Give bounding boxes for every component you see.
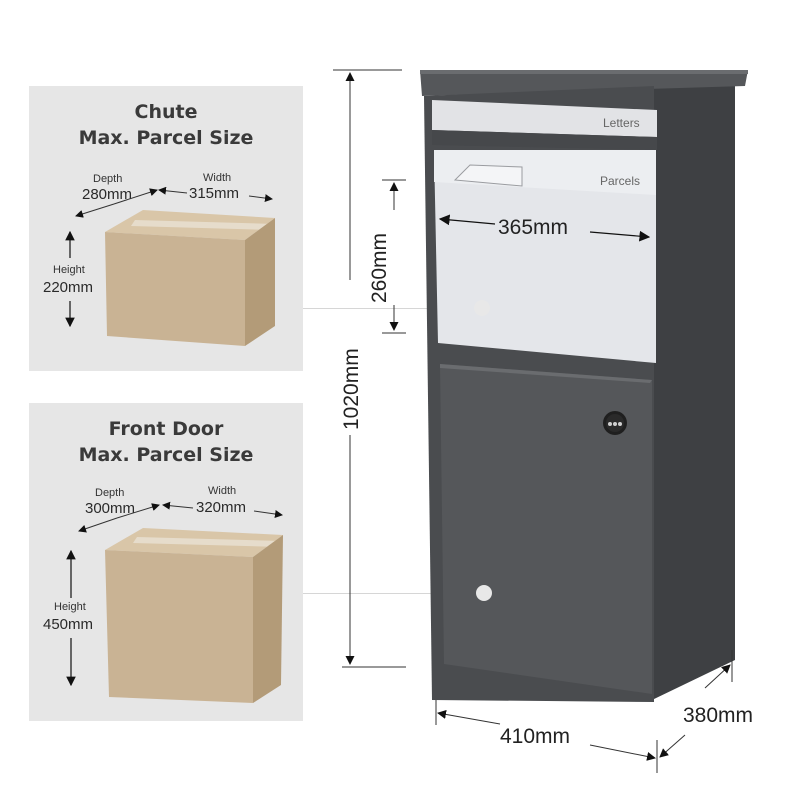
letters-label: Letters <box>603 116 640 130</box>
chute-callout-dot <box>474 300 490 316</box>
chute-width-value: 315mm <box>189 185 240 202</box>
chute-height-value: 220mm <box>43 279 94 296</box>
door-title-line2: Max. Parcel Size <box>78 444 254 466</box>
chute-width-dimension: 365mm <box>498 216 569 239</box>
chute-depth-value: 280mm <box>82 186 133 203</box>
chute-height-label: Height <box>53 264 85 276</box>
total-width-dimension: 410mm <box>500 725 571 748</box>
chute-title-line1: Chute <box>134 101 198 123</box>
door-dimension-arrows <box>66 501 283 687</box>
door-callout-dot <box>476 585 492 601</box>
chute-width-label: Width <box>203 172 232 184</box>
door-depth-value: 300mm <box>85 500 136 517</box>
chute-leader-line <box>303 308 481 309</box>
chute-title-line2: Max. Parcel Size <box>78 127 254 149</box>
chute-parcel-panel: Chute Max. Parcel Size Depth 280mm Width… <box>29 86 303 371</box>
door-width-label: Width <box>208 485 237 497</box>
door-leader-line <box>303 593 481 594</box>
total-depth-dimension: 380mm <box>683 704 754 727</box>
parcels-label: Parcels <box>600 174 641 188</box>
chute-dimension-arrows <box>65 186 273 328</box>
door-height-value: 450mm <box>43 616 94 633</box>
door-height-label: Height <box>54 601 86 613</box>
door-depth-label: Depth <box>95 487 125 499</box>
chute-cardboard-box-icon <box>105 210 275 346</box>
total-height-dimension: 1020mm <box>340 348 363 430</box>
chute-depth-label: Depth <box>93 173 123 185</box>
front-door-parcel-panel: Front Door Max. Parcel Size Depth 300mm … <box>29 403 303 721</box>
chute-height-dimension: 260mm <box>368 232 391 303</box>
door-width-value: 320mm <box>196 499 247 516</box>
door-cardboard-box-icon <box>105 528 283 703</box>
door-title-line1: Front Door <box>108 418 224 440</box>
